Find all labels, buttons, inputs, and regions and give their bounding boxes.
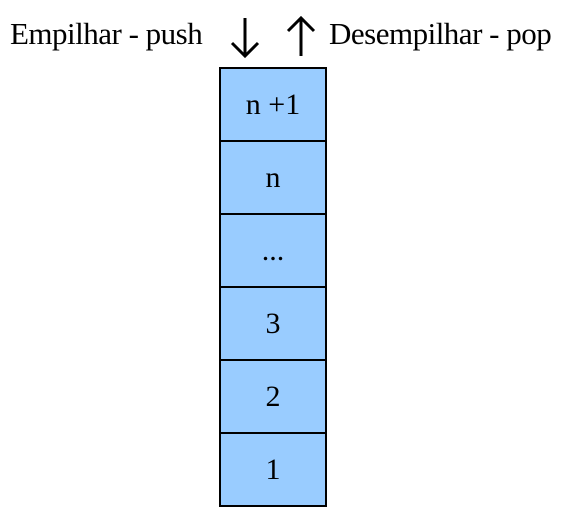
stack-cell-1: 1 — [221, 434, 325, 507]
pop-label: Desempilhar - pop — [329, 16, 552, 51]
stack-cell-3: 3 — [221, 288, 325, 361]
stack-cell-2: 2 — [221, 361, 325, 434]
stack-cell-n: n — [221, 142, 325, 215]
arrow-up-icon — [286, 15, 316, 56]
push-label: Empilhar - push — [10, 16, 203, 51]
stack-cell-ellipsis: ... — [221, 215, 325, 288]
stack: n +1 n ... 3 2 1 — [219, 67, 327, 507]
stack-cell-top: n +1 — [221, 69, 325, 142]
arrow-down-icon — [230, 18, 260, 59]
